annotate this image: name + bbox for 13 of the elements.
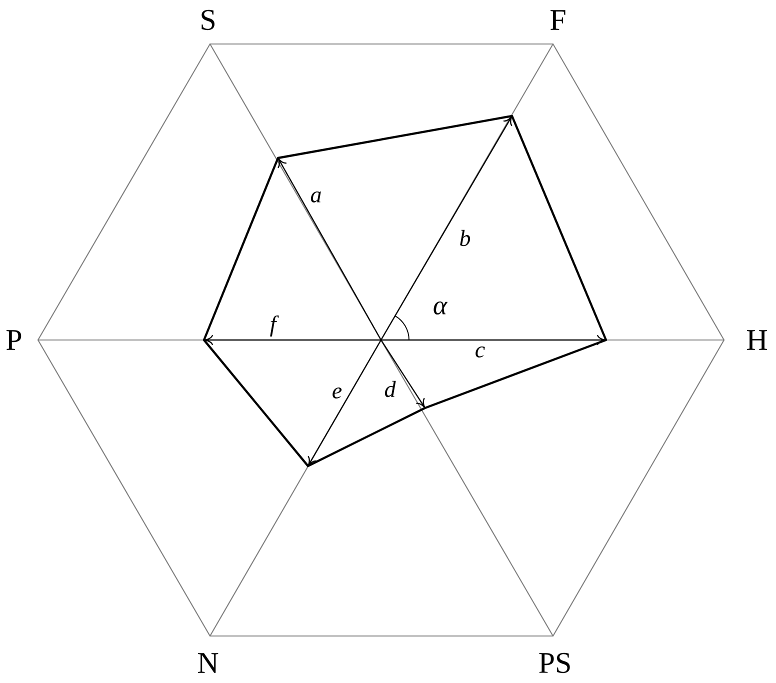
vertex-label: S [202, 10, 214, 30]
vector-label: c [476, 346, 485, 358]
vertex-label: N [198, 653, 218, 673]
vector-label: f [270, 315, 279, 337]
vertex-label: PS [539, 652, 570, 674]
vector-label: b [460, 230, 470, 246]
vertex-label: P [6, 330, 22, 350]
vector-label: a [310, 191, 321, 203]
vector-label: e [332, 387, 342, 399]
angle-label: α [434, 302, 448, 315]
vertex-label: F [550, 10, 566, 30]
vertex-label: H [747, 330, 767, 350]
vector-label: d [384, 380, 396, 398]
